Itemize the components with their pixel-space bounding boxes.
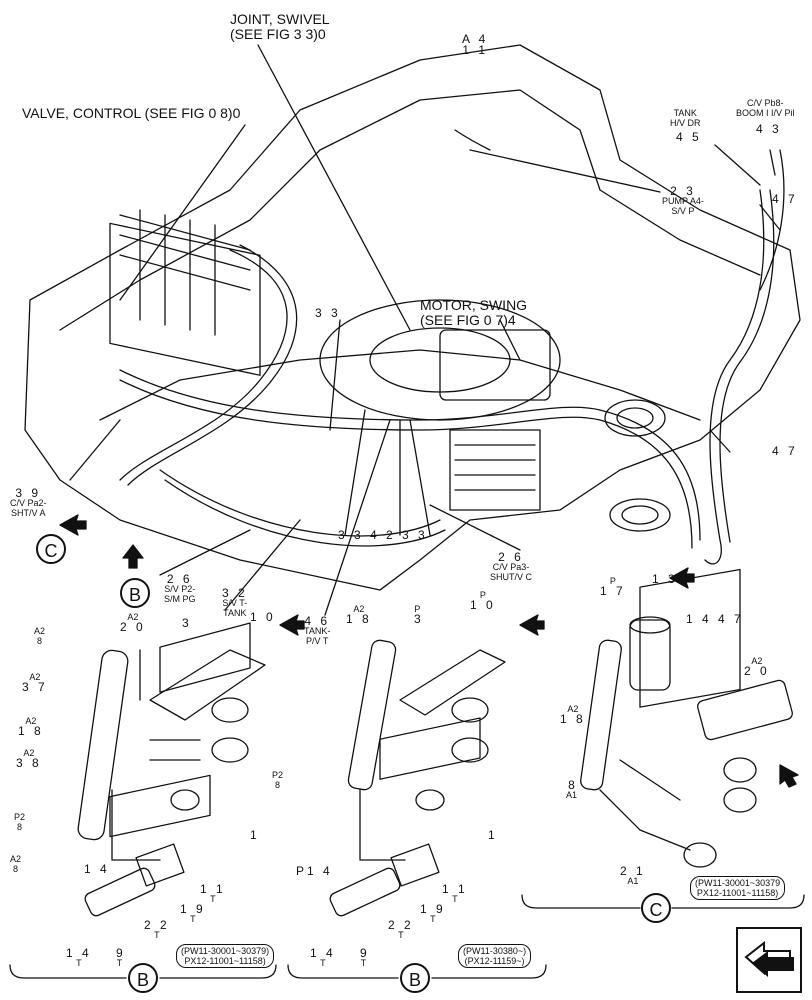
c-label-a2-20: A2 2 0	[744, 656, 770, 678]
label-tank-pvt: 4 6 TANK- P/V T	[304, 614, 331, 646]
callout-joint-swivel: JOINT, SWIVEL (SEE FIG 3 3)0	[230, 11, 330, 42]
flow-arrow-13	[669, 567, 695, 589]
b2-label-p3: P 3	[414, 604, 421, 626]
flow-arrow-out	[779, 764, 799, 788]
hose-right	[704, 189, 765, 565]
detail-view-b2-model: (PW11-30380~) (PX12-11159~)	[458, 944, 532, 968]
b1-label-t22: 2 2 T	[144, 918, 170, 940]
b1-label-a2-20: A2 2 0	[120, 612, 146, 634]
label-1447: 1 4 4 7	[686, 612, 744, 626]
b1-label-t11: 1 1 T	[200, 882, 226, 904]
b2-label-a2-18: A2 1 8	[346, 604, 372, 626]
label-47-top: 4 7	[772, 192, 798, 206]
detail-view-c-model: (PW11-30001~30379 PX12-11001~11158)	[690, 876, 786, 900]
c-label-a1-21: 2 1 A1	[620, 864, 646, 886]
hose-bundle-b	[119, 369, 701, 541]
label-tank-hv-dr: TANK H/V DR	[670, 108, 701, 128]
b2-label-t19: 1 9 T	[420, 902, 446, 924]
label-47-mid: 4 7	[772, 444, 798, 458]
b2-label-p14: P1 4	[296, 864, 333, 878]
detail-view-b1-id: B	[128, 963, 158, 993]
detail-view-b1-model: (PW11-30001~30379) PX12-11001~11158)	[176, 944, 275, 968]
b1-label-a2-8-bot: A2 8	[10, 854, 22, 874]
b1-label-14: 1 4	[84, 862, 110, 876]
callout-motor-swing: MOTOR, SWING (SEE FIG 0 7)4	[420, 297, 528, 328]
detail-view-b2	[329, 639, 506, 917]
label-13: 1 3	[652, 572, 678, 586]
b1-label-a2-18: A2 1 8	[18, 716, 44, 738]
c-label-a1-8: 8 A1	[566, 778, 578, 800]
b1-label-p2-8: P2 8	[14, 812, 26, 832]
b1-label-t14: 1 4 T	[66, 946, 92, 968]
b2-label-p10: P 1 0	[470, 590, 496, 612]
b1-label-3: 3	[182, 616, 192, 630]
b1-label-t9: 9 T	[116, 946, 123, 968]
b1-label-t19: 1 9 T	[180, 902, 206, 924]
label-33-top: 3 3	[315, 306, 341, 320]
b1-label-a2-37: A2 3 7	[22, 672, 48, 694]
b1-label-a2-8-top: A2 8	[34, 626, 46, 646]
chassis-outline	[24, 44, 801, 591]
view-arrow-b	[122, 544, 144, 569]
b2-label-p2-8: P2 8	[272, 770, 284, 790]
label-pump-a4: 2 3 PUMP A4- S/V P	[662, 184, 704, 216]
detail-view-c-id: C	[641, 893, 671, 923]
next-page-arrow-icon	[744, 940, 794, 977]
label-cv-pa3: 2 6 C/V Pa3- SHUT/V C	[490, 550, 533, 582]
hose-bundle-a	[119, 249, 288, 481]
label-sv-t: 3 2 S/V T- TANK	[222, 586, 248, 618]
shuttle-valve-block	[449, 429, 541, 511]
drain-port	[609, 498, 671, 532]
callout-valve-control: VALVE, CONTROL (SEE FIG 0 8)0	[22, 105, 241, 121]
b2-label-1: 1	[488, 828, 498, 842]
label-43: 4 3	[756, 122, 782, 136]
label-a4-11: A 4 1 1	[462, 32, 489, 57]
b1-label-10: 1 0	[250, 610, 276, 624]
hose-bundle-c	[159, 469, 441, 537]
label-cv-pa2: 3 9 C/V Pa2- SHT/V A	[10, 486, 47, 518]
label-cv-pb8: C/V Pb8- BOOM I I/V Pil	[736, 98, 795, 118]
label-45: 4 5	[676, 130, 702, 144]
b2-label-t9: 9 T	[360, 946, 367, 968]
b2-label-t22: 2 2 T	[388, 918, 414, 940]
view-arrow-c	[59, 514, 87, 536]
b2-label-t14: 1 4 T	[310, 946, 336, 968]
c-label-a2-18: A2 1 8	[560, 704, 586, 726]
label-sv-p2: 2 6 S/V P2- S/M PG	[164, 572, 196, 604]
label-row-334233: 3 3 4 2 3 3	[338, 528, 428, 542]
view-arrow-b2	[279, 614, 305, 636]
view-marker-c: C	[36, 534, 66, 564]
next-page-button[interactable]	[736, 927, 802, 993]
detail-view-b2-id: B	[400, 963, 430, 993]
view-arrow-c2	[519, 614, 545, 636]
tank-port	[604, 399, 666, 437]
swing-motor	[439, 329, 551, 401]
b1-label-1: 1	[250, 828, 260, 842]
view-marker-b: B	[120, 578, 150, 608]
detail-view-b1	[77, 622, 266, 917]
b1-label-a2-38: A2 3 8	[16, 748, 42, 770]
control-valve-block	[109, 222, 261, 376]
b2-label-t11: 1 1 T	[442, 882, 468, 904]
detail-view-c	[580, 568, 793, 868]
label-p17: P 1 7	[600, 576, 626, 598]
